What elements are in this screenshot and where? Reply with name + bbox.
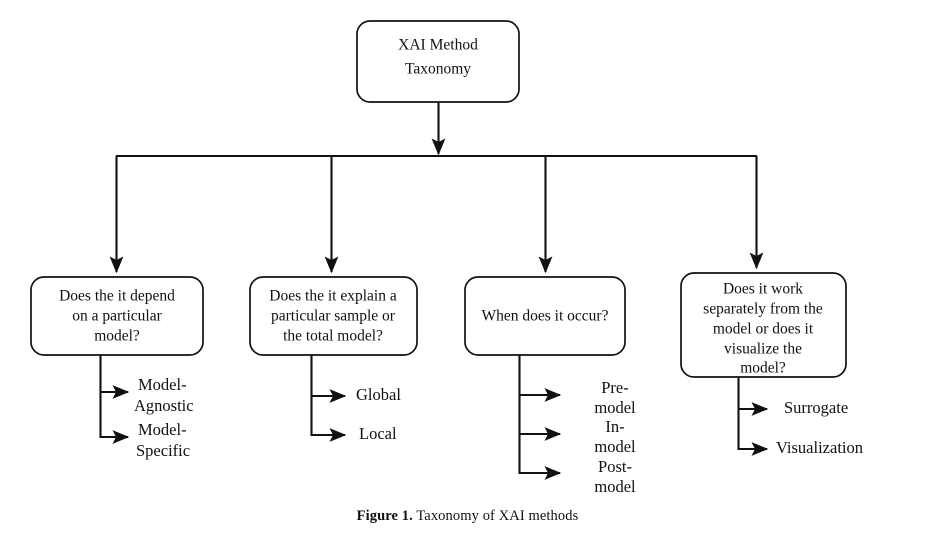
node-branch-1-line-2: on a particular	[72, 308, 162, 325]
node-branch-3-box	[464, 276, 626, 356]
leaf-in-model[interactable]: In- model	[594, 417, 636, 456]
figure-caption-label: Figure 1.	[356, 508, 413, 524]
leaf-model-specific-line-1: Model-	[138, 420, 187, 439]
node-branch-2-box	[249, 276, 418, 356]
leaf-in-model-line-2: model	[594, 437, 636, 456]
leaf-in-model-line-1: In-	[605, 417, 624, 436]
leaf-model-agnostic[interactable]: Model- Agnostic	[134, 375, 194, 415]
leaf-model-agnostic-line-2: Agnostic	[134, 396, 194, 415]
node-branch-4-box	[680, 272, 847, 378]
node-branch-1-line-1: Does the it depend	[59, 288, 175, 305]
node-branch-output[interactable]: Does it work separately from the model o…	[680, 272, 847, 378]
node-branch-4-line-1: Does it work	[723, 281, 803, 298]
leaf-visualization[interactable]: Visualization	[776, 438, 863, 457]
node-branch-4-line-3: model or does it	[713, 321, 814, 338]
node-root[interactable]: XAI Method Taxonomy	[356, 20, 520, 103]
node-branch-4-line-4: visualize the	[724, 341, 802, 358]
node-branch-4-line-5: model?	[740, 360, 786, 377]
node-branch-model-dependency[interactable]: Does the it depend on a particular model…	[30, 276, 204, 356]
node-root-line-2: Taxonomy	[405, 61, 471, 78]
leaf-global[interactable]: Global	[356, 385, 401, 404]
node-branch-1-box	[30, 276, 204, 356]
node-branch-2-line-2: particular sample or	[271, 308, 396, 325]
leaf-local[interactable]: Local	[359, 424, 397, 443]
leaf-surrogate[interactable]: Surrogate	[784, 398, 848, 417]
leaf-post-model-line-2: model	[594, 477, 636, 496]
node-branch-2-line-3: the total model?	[283, 328, 383, 345]
leaf-pre-model[interactable]: Pre- model	[594, 378, 636, 417]
node-branch-1-line-3: model?	[94, 328, 140, 345]
leaf-model-agnostic-line-1: Model-	[138, 375, 187, 394]
leaf-pre-model-line-1: Pre-	[601, 378, 629, 397]
node-branch-stage[interactable]: When does it occur?	[464, 276, 626, 356]
leaf-post-model[interactable]: Post- model	[594, 457, 636, 496]
node-branch-2-line-1: Does the it explain a	[269, 288, 397, 305]
node-branch-scope[interactable]: Does the it explain a particular sample …	[249, 276, 418, 356]
leaf-pre-model-line-2: model	[594, 398, 636, 417]
leaf-model-specific[interactable]: Model- Specific	[136, 420, 190, 460]
node-root-line-1: XAI Method	[398, 37, 478, 54]
figure-caption: Figure 1. Taxonomy of XAI methods	[0, 508, 935, 525]
leaf-post-model-line-1: Post-	[598, 457, 632, 476]
figure-caption-text: Taxonomy of XAI methods	[412, 508, 579, 524]
node-branch-4-line-2: separately from the	[703, 301, 823, 318]
node-branch-3-line-1: When does it occur?	[482, 308, 609, 325]
leaf-model-specific-line-2: Specific	[136, 441, 190, 460]
